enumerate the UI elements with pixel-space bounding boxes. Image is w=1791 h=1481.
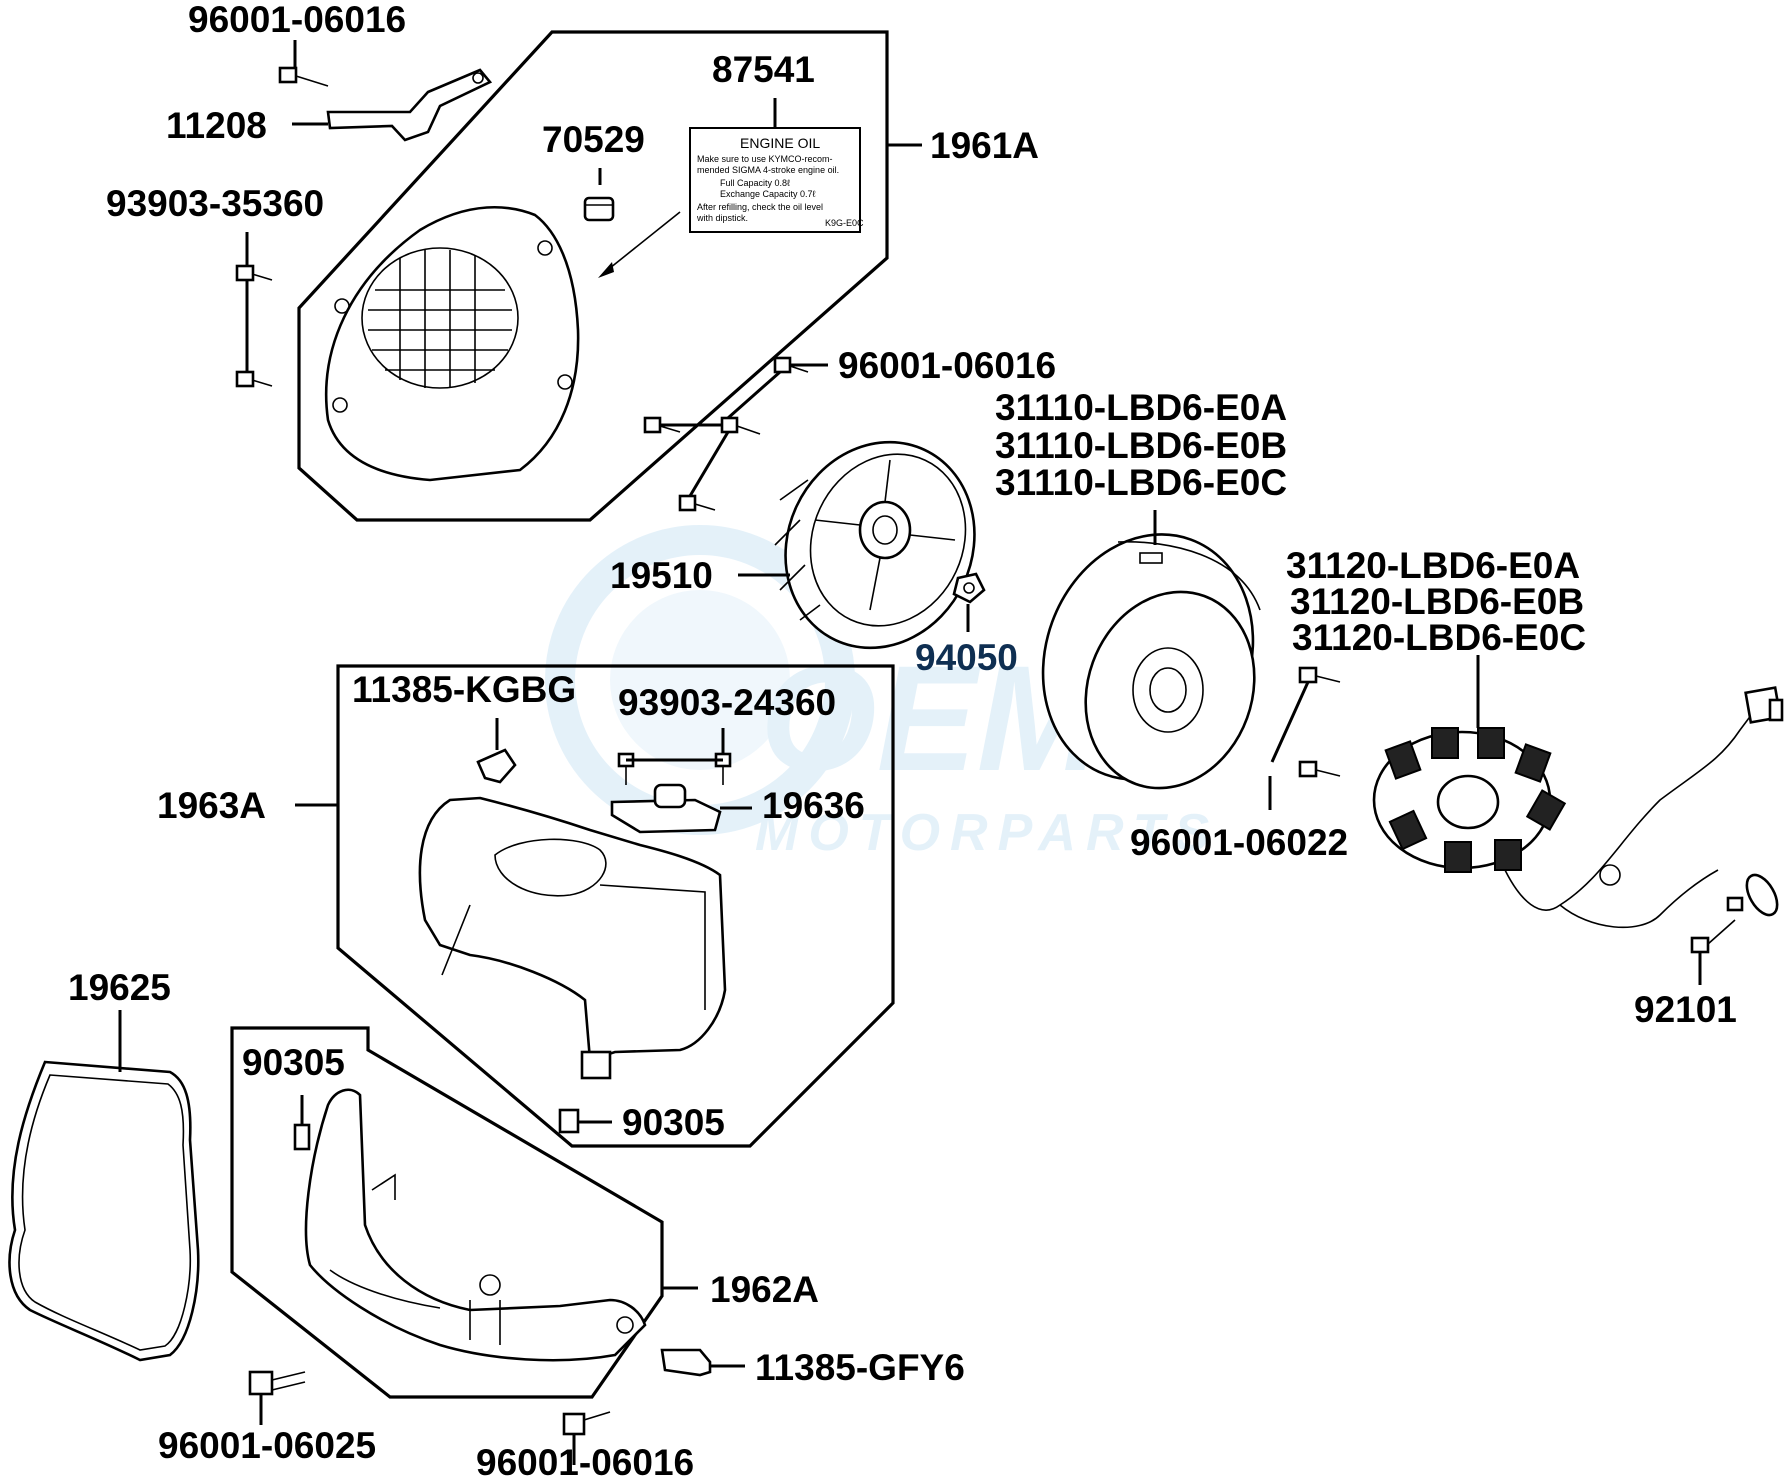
bracket-11208-part xyxy=(326,68,493,142)
flywheel-part xyxy=(1041,533,1261,790)
stator-part xyxy=(1372,727,1567,873)
part-number-1962A[interactable]: 1962A xyxy=(710,1269,819,1310)
part-number-1961A[interactable]: 1961A xyxy=(930,125,1039,166)
part-number-92101[interactable]: 92101 xyxy=(1634,989,1737,1030)
part-number-96001-06016-bottom[interactable]: 96001-06016 xyxy=(476,1442,694,1481)
part-number-19625[interactable]: 19625 xyxy=(68,967,171,1008)
label-arrow-head xyxy=(598,262,614,278)
oil-cap-part xyxy=(583,196,615,222)
clip-gfy6-part xyxy=(660,1348,712,1377)
part-number-11385-gfy6[interactable]: 11385-GFY6 xyxy=(755,1347,965,1388)
shroud-lower-part xyxy=(293,1088,647,1362)
screw-92101-part xyxy=(1690,896,1744,954)
part-number-94050[interactable]: 94050 xyxy=(915,637,1018,678)
label-line-3: Full Capacity 0.8ℓ xyxy=(720,178,791,188)
clip-90305-right-part xyxy=(558,1108,580,1134)
label-line-2: mended SIGMA 4-stroke engine oil. xyxy=(697,165,839,175)
part-number-31120-lbd6-e0b[interactable]: 31120-LBD6-E0B xyxy=(1290,581,1584,622)
watermark-sub: MOTORPARTS xyxy=(755,804,1219,862)
part-number-90305-left[interactable]: 90305 xyxy=(242,1042,345,1083)
part-number-31120-lbd6-e0a[interactable]: 31120-LBD6-E0A xyxy=(1286,545,1580,586)
group-frame-1962A xyxy=(230,1026,664,1399)
label-code: K9G-E0C xyxy=(825,218,864,228)
part-number-31110-lbd6-e0a[interactable]: 31110-LBD6-E0A xyxy=(995,387,1287,428)
part-number-96001-06025[interactable]: 96001-06025 xyxy=(158,1425,376,1466)
stator-bolts-part xyxy=(1298,666,1341,778)
label-line-6: with dipstick. xyxy=(696,213,748,223)
label-title: ENGINE OIL xyxy=(740,135,820,151)
screws-93903-35360-part xyxy=(235,264,273,388)
part-number-87541[interactable]: 87541 xyxy=(712,49,815,90)
label-line-5: After refilling, check the oil level xyxy=(697,202,823,212)
part-number-31110-lbd6-e0c[interactable]: 31110-LBD6-E0C xyxy=(995,462,1287,503)
group-frame-1961A xyxy=(297,30,889,522)
shroud-upper-part xyxy=(418,796,727,1080)
part-number-96001-06016-top[interactable]: 96001-06016 xyxy=(188,0,406,40)
part-number-96001-06016-fan[interactable]: 96001-06016 xyxy=(838,345,1056,386)
part-number-31110-lbd6-e0b[interactable]: 31110-LBD6-E0B xyxy=(995,425,1287,466)
part-number-11385-kgbg[interactable]: 11385-KGBG xyxy=(352,669,576,710)
nut-94050-part xyxy=(952,572,986,604)
label-line-4: Exchange Capacity 0.7ℓ xyxy=(720,189,817,199)
part-number-1963A[interactable]: 1963A xyxy=(157,785,266,826)
bolt-06025-part xyxy=(248,1370,306,1396)
engine-oil-label-part: ENGINE OIL Make sure to use KYMCO-recom-… xyxy=(689,127,864,233)
label-arrow-line xyxy=(604,211,681,273)
cover-19636-part xyxy=(610,783,722,834)
bolt-top-part xyxy=(278,66,329,87)
part-number-93903-24360[interactable]: 93903-24360 xyxy=(618,682,836,723)
bolt-bottom-part xyxy=(562,1411,611,1436)
group-frame-1963A xyxy=(336,664,895,1148)
part-number-19510[interactable]: 19510 xyxy=(610,555,713,596)
part-number-96001-06022[interactable]: 96001-06022 xyxy=(1130,822,1348,863)
part-number-70529[interactable]: 70529 xyxy=(542,119,645,160)
part-number-93903-35360[interactable]: 93903-35360 xyxy=(106,183,324,224)
label-line-1: Make sure to use KYMCO-recom- xyxy=(697,154,833,164)
cooling-fan-part xyxy=(774,440,976,650)
part-number-90305-right[interactable]: 90305 xyxy=(622,1102,725,1143)
part-number-19636[interactable]: 19636 xyxy=(762,785,865,826)
clip-kgbg-part xyxy=(476,748,517,784)
part-number-31120-lbd6-e0c[interactable]: 31120-LBD6-E0C xyxy=(1292,617,1586,658)
gasket-part xyxy=(8,1060,200,1362)
stator-harness-part xyxy=(1504,686,1784,929)
fan-cover-part xyxy=(324,205,580,482)
part-number-11208[interactable]: 11208 xyxy=(166,105,267,146)
